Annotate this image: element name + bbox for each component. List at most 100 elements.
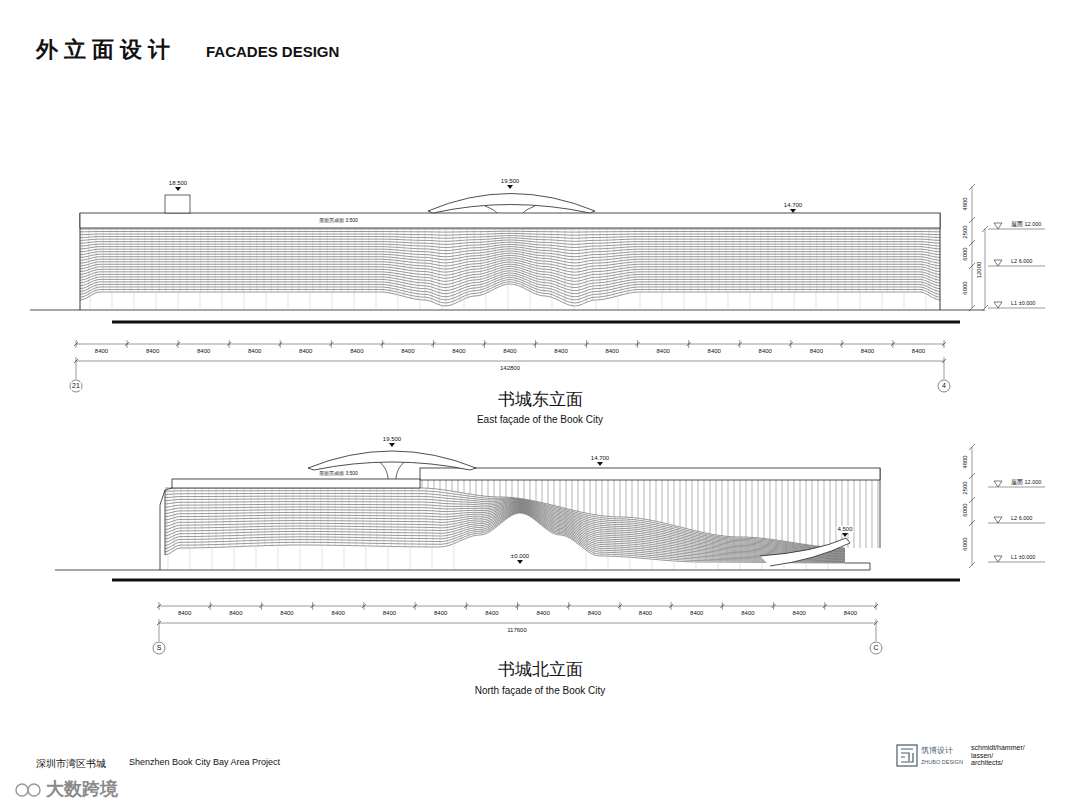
storefront-line bbox=[398, 296, 399, 310]
elevation-mark: 19.500 bbox=[382, 436, 402, 443]
fin-line bbox=[476, 480, 477, 495]
storefront-line bbox=[442, 307, 443, 310]
dimension-tick bbox=[891, 342, 895, 346]
louvre-line bbox=[80, 229, 940, 230]
level-triangle bbox=[597, 462, 603, 466]
storefront-line bbox=[696, 563, 697, 570]
mullion-line bbox=[503, 497, 504, 522]
fin-line bbox=[842, 480, 843, 548]
fin-line bbox=[560, 480, 561, 507]
storefront-line bbox=[904, 293, 905, 310]
storefront-line bbox=[322, 546, 323, 570]
mullion-line bbox=[216, 488, 217, 547]
mullion-line bbox=[496, 497, 497, 527]
dimension-tick bbox=[636, 342, 640, 346]
dimension-text: 6000 bbox=[962, 536, 969, 551]
north-elevation bbox=[55, 451, 960, 580]
mullion-line bbox=[103, 229, 104, 292]
dimension-text: 8400 bbox=[484, 610, 499, 617]
page-title: 外立面设计 bbox=[35, 38, 177, 62]
grid-bubble bbox=[870, 642, 882, 654]
storefront-line bbox=[256, 547, 257, 570]
dimension-text: 4800 bbox=[962, 454, 969, 469]
mullion-line bbox=[174, 488, 175, 550]
dimension-text: 8400 bbox=[451, 348, 466, 355]
mullion-line bbox=[656, 229, 657, 292]
mullion-line bbox=[894, 229, 895, 292]
dimension-text: 8400 bbox=[911, 348, 926, 355]
dimension-text: 8400 bbox=[791, 610, 806, 617]
mullion-line bbox=[649, 229, 650, 292]
dimension-tick bbox=[789, 342, 793, 346]
grid-bubble bbox=[70, 380, 82, 392]
mullion-line bbox=[558, 229, 559, 300]
fin-line bbox=[620, 480, 621, 517]
caption-subtitle: East façade of the Book City bbox=[476, 414, 604, 425]
mullion-line bbox=[733, 229, 734, 292]
fin-line bbox=[614, 480, 615, 517]
storefront-line bbox=[266, 293, 267, 310]
mullion-line bbox=[334, 229, 335, 292]
firm-name-en: ZHUBO DESIGN bbox=[920, 759, 964, 765]
storefront-line bbox=[574, 307, 575, 310]
dimension-tick bbox=[74, 342, 78, 346]
mullion-line bbox=[243, 229, 244, 292]
fin-line bbox=[674, 480, 675, 526]
mullion-line bbox=[761, 229, 762, 292]
mullion-line bbox=[363, 488, 364, 546]
fin-line bbox=[644, 480, 645, 519]
mullion-line bbox=[349, 488, 350, 546]
storefront-line bbox=[784, 564, 785, 570]
dimension-text: 8400 bbox=[177, 610, 192, 617]
mullion-line bbox=[859, 229, 860, 292]
mullion-line bbox=[208, 229, 209, 292]
mullion-line bbox=[782, 229, 783, 292]
dimension-tick bbox=[380, 342, 384, 346]
mullion-line bbox=[328, 488, 329, 545]
storefront-line bbox=[662, 293, 663, 310]
mullion-line bbox=[481, 229, 482, 295]
mullion-line bbox=[166, 229, 167, 292]
dimension-tick bbox=[969, 305, 975, 311]
dimension-tick bbox=[362, 604, 366, 608]
mullion-line bbox=[880, 229, 881, 292]
mullion-line bbox=[838, 229, 839, 292]
mullion-line bbox=[691, 229, 692, 292]
firm-name: 筑博设计 bbox=[920, 747, 954, 756]
level-note: 屋面完成面 3.500 bbox=[318, 218, 359, 224]
mullion-line bbox=[545, 503, 546, 528]
roof-parapet bbox=[172, 479, 420, 488]
fin-line bbox=[860, 480, 861, 548]
ground-line bbox=[30, 310, 985, 311]
caption-title: 书城北立面 bbox=[497, 661, 584, 680]
mullion-line bbox=[579, 229, 580, 305]
mullion-line bbox=[383, 229, 384, 292]
mullion-line bbox=[433, 489, 434, 547]
storefront-line bbox=[300, 546, 301, 570]
fin-line bbox=[854, 480, 855, 548]
storefront-line bbox=[420, 301, 421, 310]
mullion-line bbox=[440, 489, 441, 547]
mullion-line bbox=[272, 488, 273, 545]
roof-parapet bbox=[420, 468, 880, 480]
fin-line bbox=[716, 480, 717, 535]
mullion-line bbox=[636, 518, 637, 558]
fin-line bbox=[794, 480, 795, 543]
mullion-line bbox=[412, 488, 413, 547]
drawing-line bbox=[76, 361, 944, 362]
mullion-line bbox=[390, 229, 391, 293]
fin-line bbox=[812, 480, 813, 545]
drawing-line bbox=[76, 344, 944, 345]
mullion-line bbox=[684, 229, 685, 292]
mullion-line bbox=[223, 488, 224, 547]
mullion-line bbox=[530, 229, 531, 291]
louvre-line bbox=[165, 510, 845, 560]
mullion-line bbox=[195, 488, 196, 548]
storefront-line bbox=[486, 294, 487, 310]
roof-parapet bbox=[80, 213, 940, 228]
mullion-line bbox=[586, 229, 587, 303]
mullion-line bbox=[740, 229, 741, 292]
dimension-tick bbox=[969, 240, 975, 246]
storefront-line bbox=[134, 293, 135, 310]
storefront-line bbox=[168, 555, 169, 570]
